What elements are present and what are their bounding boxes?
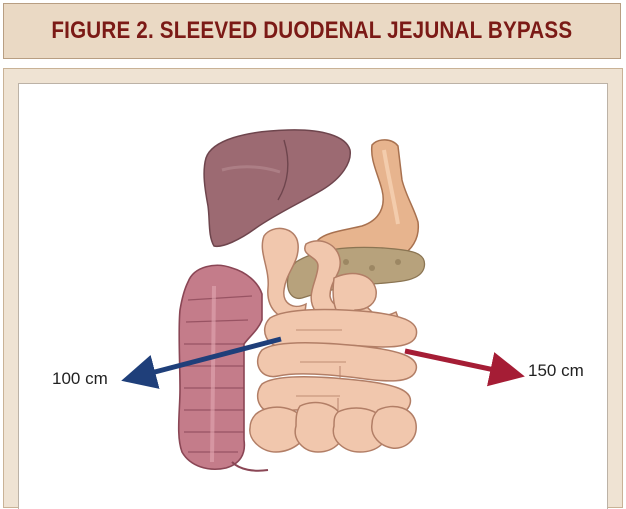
- right-length-label: 150 cm: [528, 361, 584, 381]
- right-length-arrow: [405, 351, 518, 375]
- left-length-label: 100 cm: [52, 369, 108, 389]
